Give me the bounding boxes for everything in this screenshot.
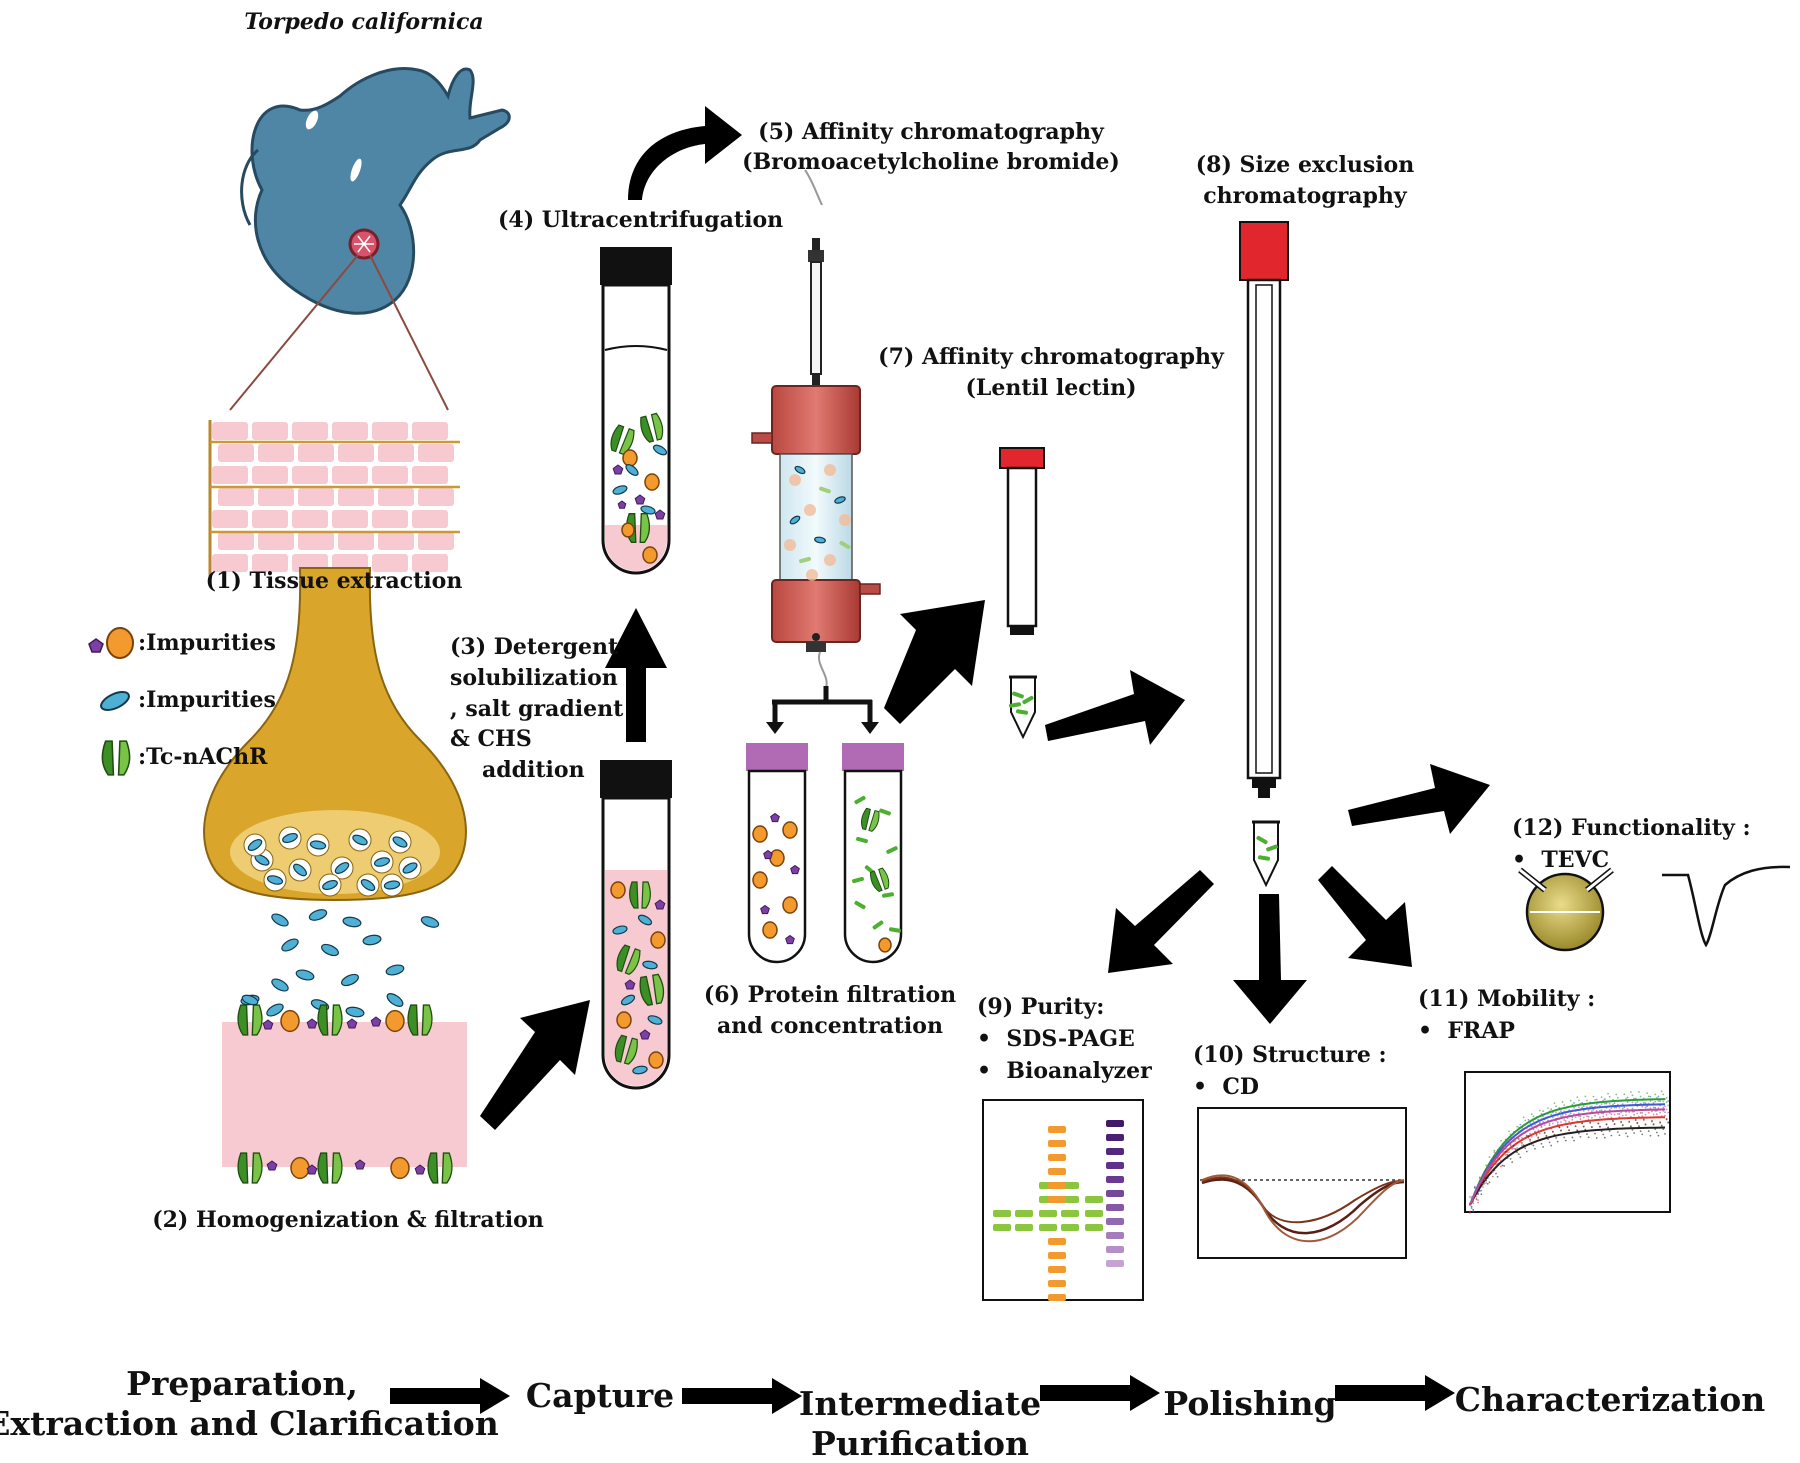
frap-curves — [1469, 1090, 1670, 1214]
cd-spectra-panel — [1197, 1107, 1407, 1259]
stage-preparation: Preparation, Extraction and Clarificatio… — [0, 1364, 499, 1443]
arrow-to-lectin-column — [884, 600, 985, 724]
funnel-particles — [243, 826, 422, 897]
receptor-icon — [101, 740, 131, 776]
legend-impurities-2: :Impurities — [138, 687, 276, 713]
filtrate-particles — [240, 909, 440, 1018]
lentil-lectin-column — [999, 447, 1045, 635]
membrane-proteins — [237, 994, 453, 1184]
affinity-column-contents — [784, 464, 851, 581]
tevc-oocyte-illustration — [1518, 867, 1614, 952]
arrow-tube-up — [605, 608, 667, 742]
blue-ellipse-icon — [100, 691, 130, 711]
eluate-tube-contents — [1008, 691, 1034, 715]
split-bracket — [766, 686, 879, 734]
tube-solubilized-contents — [610, 881, 667, 1075]
step3-label: (3) Detergent solubilization , salt grad… — [450, 634, 624, 784]
frap-recovery-panel — [1464, 1071, 1671, 1213]
size-exclusion-column — [1239, 221, 1289, 798]
arrow-membrane-to-tube — [480, 1000, 590, 1130]
gel-bands — [993, 1120, 1124, 1301]
flow-arrow-2 — [682, 1378, 802, 1414]
legend-receptor: :Tc-nAChR — [138, 744, 268, 770]
step12-functionality-label: (12) Functionality : • TEVC — [1512, 815, 1751, 873]
ultracentrifuge-tube-contents — [607, 412, 668, 564]
flow-arrow-1 — [390, 1378, 510, 1414]
step4-label: (4) Ultracentrifugation — [498, 207, 784, 233]
organism-name: Torpedo californica — [244, 9, 484, 35]
flow-arrow-3 — [1040, 1375, 1160, 1411]
arrow-to-mobility — [1318, 866, 1412, 967]
stage-characterization: Characterization — [1454, 1380, 1766, 1419]
arrow-to-functionality — [1348, 764, 1490, 834]
pentagon-impurity-icon — [88, 638, 104, 653]
step5-label: (5) Affinity chromatography (Bromoacetyl… — [742, 119, 1120, 175]
final-sample-contents — [1256, 835, 1278, 861]
process-arrows — [480, 106, 1490, 1130]
arrow-to-sec-column — [1045, 670, 1185, 745]
legend-impurities-1: :Impurities — [138, 630, 276, 656]
membrane-fraction-illustration — [222, 1022, 467, 1167]
ultracentrifuge-tube — [600, 247, 672, 575]
torpedo-fish-illustration — [229, 67, 511, 411]
filtration-tube-contents — [752, 795, 902, 953]
filtration-tube-concentrate — [842, 743, 904, 964]
step9-purity-label: (9) Purity: • SDS-PAGE • Bioanalyzer — [977, 994, 1152, 1084]
affinity-column-bromoacetylcholine — [751, 169, 881, 689]
stage-capture: Capture — [525, 1376, 675, 1415]
filtration-funnel-illustration — [203, 567, 467, 902]
stage-intermediate-purification: Intermediate Purification — [798, 1384, 1042, 1463]
tissue-section-illustration — [208, 420, 460, 580]
flow-arrow-4 — [1335, 1375, 1455, 1411]
stage-polishing: Polishing — [1163, 1384, 1337, 1423]
arrow-curved-to-column — [628, 106, 742, 200]
arrow-to-structure — [1233, 894, 1307, 1024]
step7-label: (7) Affinity chromatography (Lentil lect… — [878, 344, 1224, 401]
step11-mobility-label: (11) Mobility : • FRAP — [1418, 986, 1596, 1044]
legend-icons — [88, 627, 134, 776]
step8-label: (8) Size exclusion chromatography — [1195, 152, 1415, 209]
step6-label: (6) Protein filtration and concentration — [703, 982, 957, 1039]
step2-label: (2) Homogenization & filtration — [152, 1207, 544, 1233]
final-sample-tube — [1252, 820, 1280, 888]
step1-label: (1) Tissue extraction — [205, 568, 463, 594]
orange-impurity-icon — [106, 627, 134, 659]
step10-structure-label: (10) Structure : • CD — [1193, 1042, 1387, 1100]
workflow-arrows — [390, 1375, 1455, 1414]
arrow-to-purity — [1108, 870, 1214, 973]
tevc-current-trace — [1662, 865, 1791, 948]
